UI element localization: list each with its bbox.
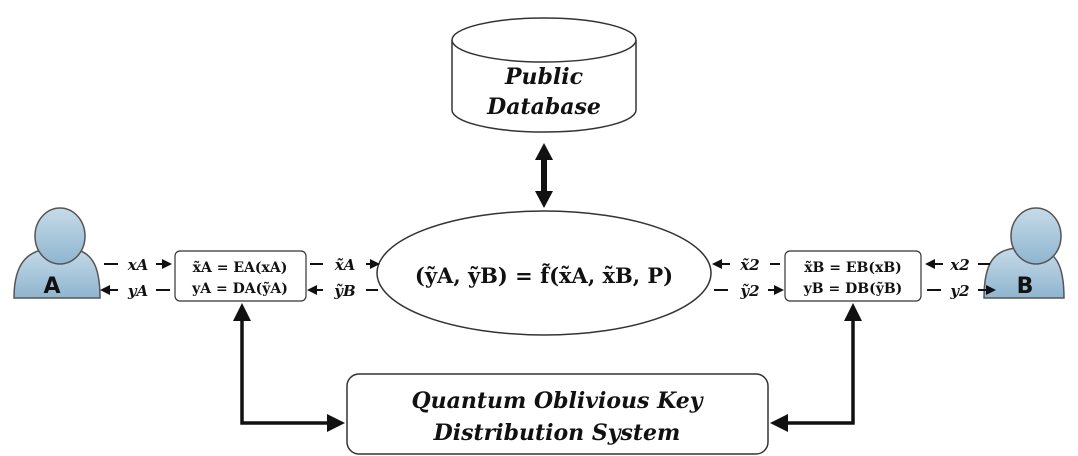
- qokd-label-line1: Quantum Oblivious Key: [411, 388, 704, 414]
- qokd-link-b: [770, 303, 862, 432]
- user-a: A: [13, 207, 101, 299]
- database-label-line1: Public: [504, 64, 584, 90]
- encoder-decoder-box-a: x̃A = EA(xA) yA = DA(ỹA): [174, 250, 307, 302]
- box-a-line2: yA = DA(ỹA): [191, 280, 288, 297]
- box-a-line1: x̃A = EA(xA): [193, 259, 288, 276]
- user-a-label: A: [43, 274, 60, 299]
- central-function-ellipse: (ỹA, ỹB) = f̃(x̃A, x̃B, P): [376, 210, 712, 336]
- signal-y-tilde-2: ỹ2: [739, 282, 759, 300]
- signal-y-tilde-b: ỹB: [333, 282, 355, 300]
- signals-user-a-box-a: xA yA: [100, 256, 172, 300]
- signal-x-tilde-a: x̃A: [334, 256, 356, 274]
- signal-x-a: xA: [127, 256, 149, 274]
- database-label-line2: Database: [486, 94, 601, 120]
- signals-box-b-user-b: x2 y2: [925, 256, 996, 300]
- signal-y-a: yA: [127, 282, 148, 300]
- database-link-arrow: [535, 143, 553, 208]
- signal-y-2: y2: [949, 282, 969, 300]
- qokd-link-a: [233, 303, 345, 432]
- central-equation: (ỹA, ỹB) = f̃(x̃A, x̃B, P): [415, 263, 673, 288]
- user-b: B: [983, 207, 1065, 299]
- box-b-line1: x̃B = EB(xB): [804, 259, 902, 276]
- signal-x-2: x2: [949, 256, 969, 274]
- signals-box-a-center: x̃A ỹB: [307, 256, 380, 300]
- encoder-decoder-box-b: x̃B = EB(xB) yB = DB(ỹB): [784, 250, 922, 302]
- user-b-label: B: [1017, 274, 1034, 299]
- signal-x-tilde-2: x̃2: [739, 256, 759, 274]
- box-b-line2: yB = DB(ỹB): [803, 280, 903, 297]
- qokd-label-line2: Distribution System: [433, 420, 681, 446]
- public-database: Public Database: [451, 17, 637, 133]
- qokd-system-box: Quantum Oblivious Key Distribution Syste…: [346, 373, 769, 455]
- signals-center-box-b: x̃2 ỹ2: [712, 256, 784, 300]
